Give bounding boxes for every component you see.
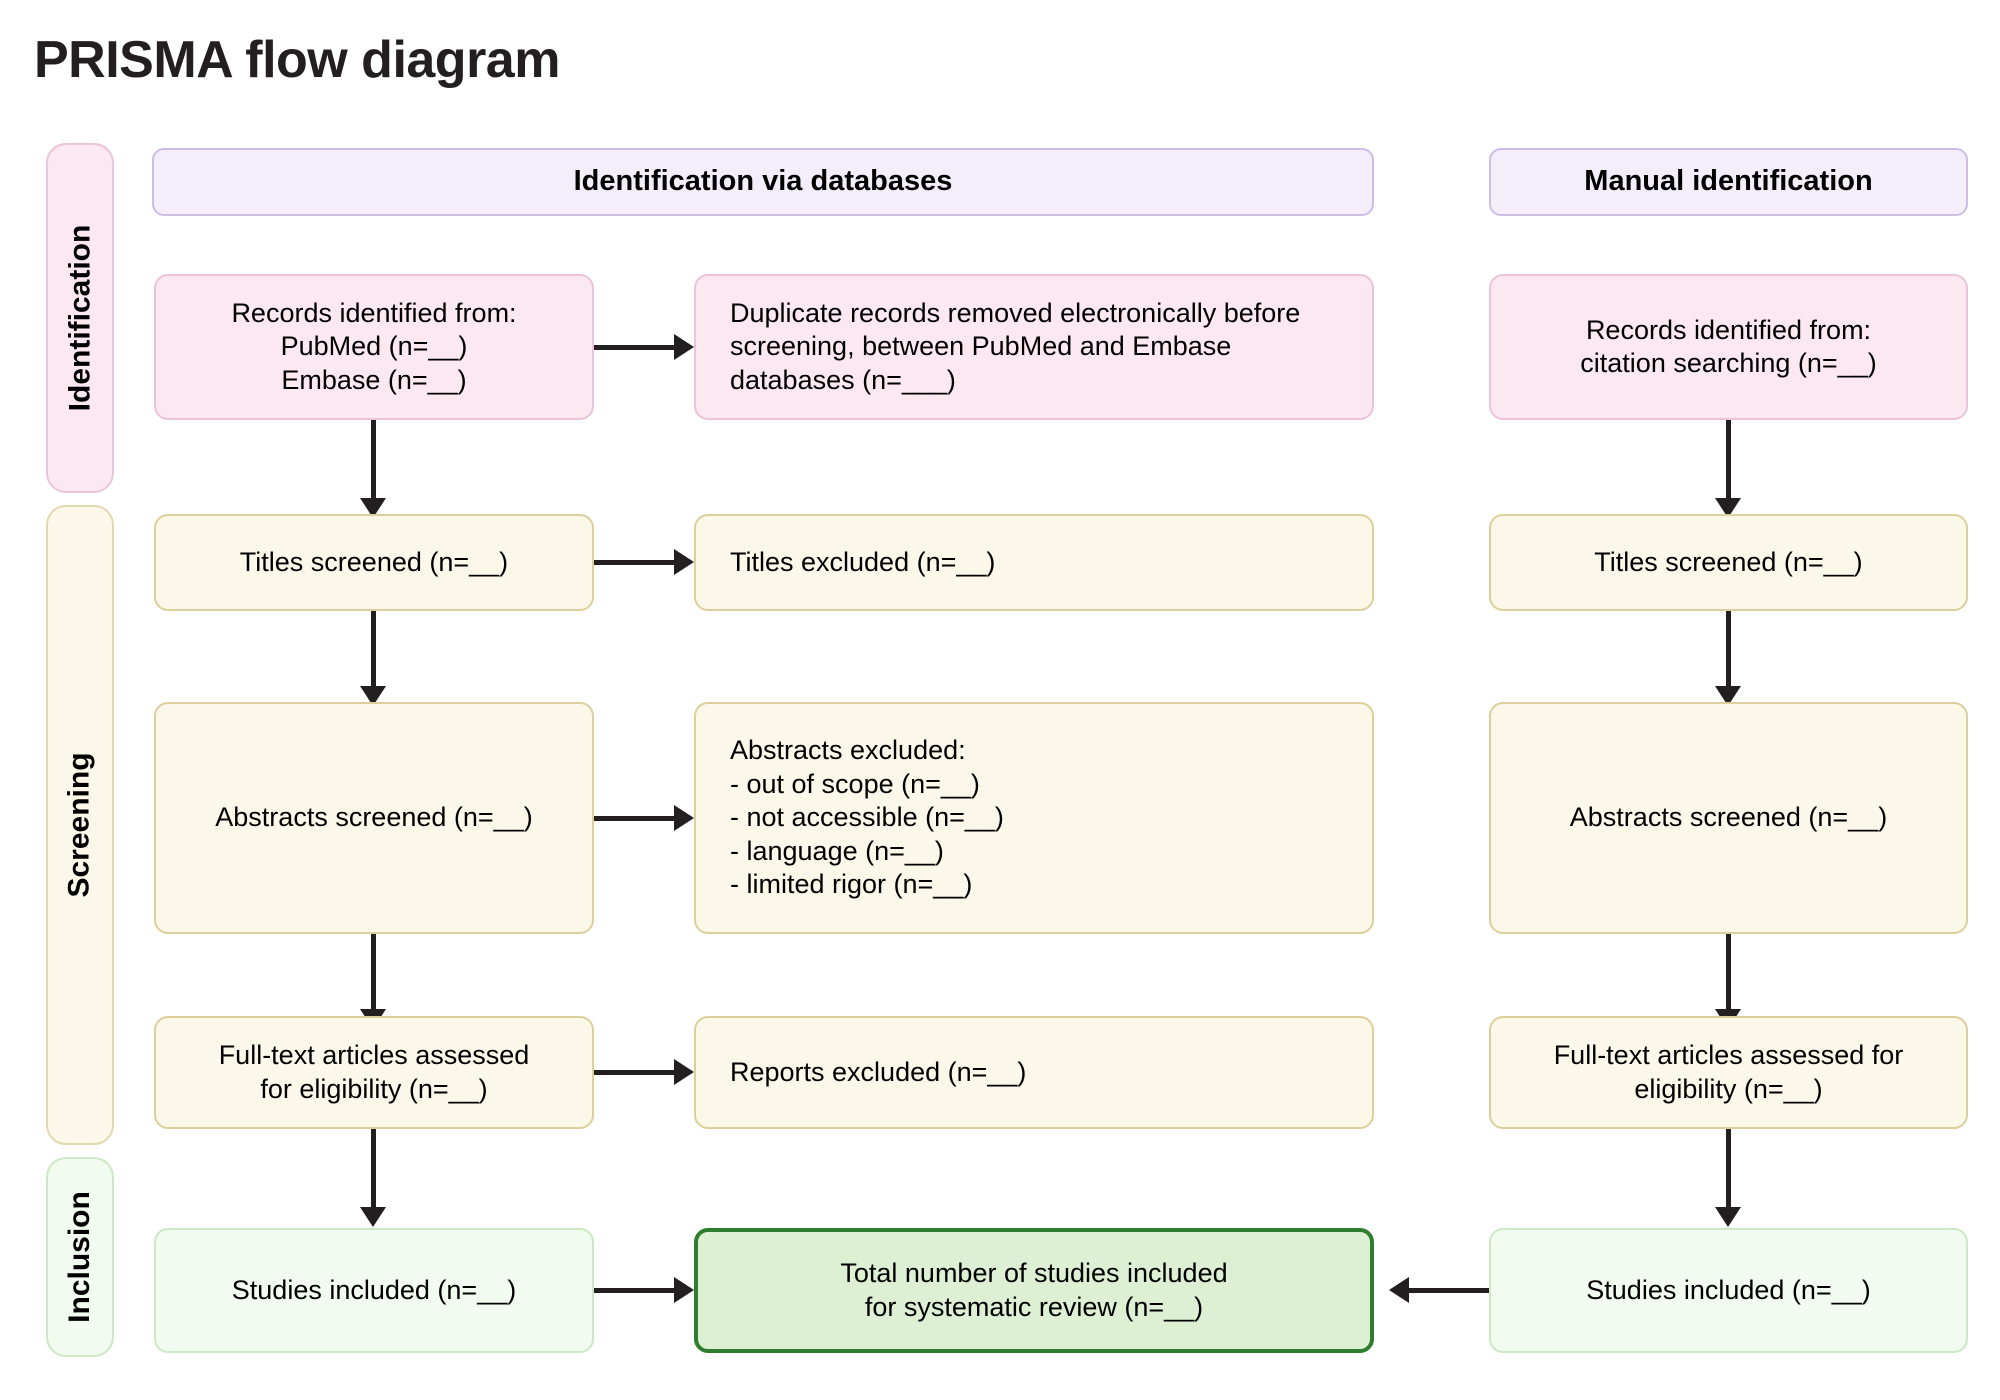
arrowhead-manual-records-to-titles [1715, 498, 1741, 518]
box-reports-excluded: Reports excluded (n=__) [694, 1016, 1374, 1129]
page-title: PRISMA flow diagram [34, 31, 560, 89]
box-studies-included-manual-text: Studies included (n=__) [1586, 1274, 1871, 1305]
box-records-identified-citation-text: Records identified from: citation search… [1580, 314, 1877, 378]
connector-titles-to-titles-excluded [594, 560, 674, 565]
box-studies-included-databases: Studies included (n=__) [154, 1228, 594, 1353]
connector-fulltext-to-studies [371, 1129, 376, 1214]
arrowhead-records-to-titles [360, 498, 386, 518]
connector-titles-to-abstracts [371, 611, 376, 693]
arrowhead-titles-to-abstracts [360, 686, 386, 706]
stage-rail-inclusion: Inclusion [46, 1157, 114, 1357]
connector-records-to-titles [371, 420, 376, 505]
stage-rail-identification: Identification [46, 143, 114, 493]
arrowhead-records-to-duplicates [674, 334, 694, 360]
arrowhead-studies-to-total [674, 1277, 694, 1303]
box-studies-included-databases-text: Studies included (n=__) [231, 1274, 517, 1305]
box-fulltext-assessed-databases-text: Full-text articles assessed for eligibil… [218, 1040, 530, 1104]
box-titles-excluded-text: Titles excluded (n=__) [730, 546, 996, 577]
box-records-identified-databases: Records identified from: PubMed (n=__) E… [154, 274, 594, 420]
box-records-identified-citation: Records identified from: citation search… [1489, 274, 1968, 420]
connector-manual-titles-to-abstracts [1726, 611, 1731, 693]
box-reports-excluded-text: Reports excluded (n=__) [730, 1056, 1027, 1087]
box-duplicate-records-removed: Duplicate records removed electronically… [694, 274, 1374, 420]
box-fulltext-assessed-manual-text: Full-text articles assessed for eligibil… [1553, 1040, 1904, 1104]
connector-manual-records-to-titles [1726, 420, 1731, 505]
stage-rail-identification-label: Identification [63, 224, 97, 412]
box-titles-screened-manual-text: Titles screened (n=__) [1594, 546, 1863, 577]
connector-abstracts-to-fulltext [371, 934, 376, 1016]
connector-records-to-duplicates [594, 345, 674, 350]
box-studies-included-manual: Studies included (n=__) [1489, 1228, 1968, 1353]
arrowhead-manual-fulltext-to-studies [1715, 1207, 1741, 1227]
box-abstracts-screened-manual-text: Abstracts screened (n=__) [1569, 802, 1888, 833]
connector-manual-studies-to-total [1409, 1288, 1489, 1293]
box-records-identified-databases-text: Records identified from: PubMed (n=__) E… [231, 297, 517, 395]
connector-studies-to-total [594, 1288, 674, 1293]
connector-abstracts-to-abstracts-excluded [594, 816, 674, 821]
box-total-studies-included-text: Total number of studies included for sys… [840, 1258, 1228, 1322]
stage-rail-inclusion-label: Inclusion [63, 1191, 96, 1323]
connector-manual-fulltext-to-studies [1726, 1129, 1731, 1214]
box-titles-excluded: Titles excluded (n=__) [694, 514, 1374, 611]
box-titles-screened-manual: Titles screened (n=__) [1489, 514, 1968, 611]
box-titles-screened-databases-text: Titles screened (n=__) [239, 546, 509, 577]
box-abstracts-screened-manual: Abstracts screened (n=__) [1489, 702, 1968, 934]
arrowhead-fulltext-to-studies [360, 1207, 386, 1227]
header-manual-identification: Manual identification [1489, 148, 1968, 216]
box-fulltext-assessed-manual: Full-text articles assessed for eligibil… [1489, 1016, 1968, 1129]
header-manual-identification-label: Manual identification [1584, 165, 1873, 198]
connector-fulltext-to-reports-excluded [594, 1070, 674, 1075]
arrowhead-abstracts-to-abstracts-excluded [674, 805, 694, 831]
arrowhead-manual-titles-to-abstracts [1715, 686, 1741, 706]
box-abstracts-screened-databases: Abstracts screened (n=__) [154, 702, 594, 934]
arrowhead-fulltext-to-reports-excluded [674, 1059, 694, 1085]
box-fulltext-assessed-databases: Full-text articles assessed for eligibil… [154, 1016, 594, 1129]
header-identification-via-databases-label: Identification via databases [573, 165, 953, 198]
box-abstracts-screened-databases-text: Abstracts screened (n=__) [215, 802, 533, 833]
header-identification-via-databases: Identification via databases [152, 148, 1374, 216]
box-titles-screened-databases: Titles screened (n=__) [154, 514, 594, 611]
box-abstracts-excluded-text: Abstracts excluded: - out of scope (n=__… [730, 735, 1004, 900]
stage-rail-screening-label: Screening [63, 752, 96, 898]
box-duplicate-records-removed-text: Duplicate records removed electronically… [730, 297, 1301, 395]
box-total-studies-included: Total number of studies included for sys… [694, 1228, 1374, 1353]
arrowhead-manual-studies-to-total [1389, 1277, 1409, 1303]
arrowhead-titles-to-titles-excluded [674, 549, 694, 575]
box-abstracts-excluded: Abstracts excluded: - out of scope (n=__… [694, 702, 1374, 934]
stage-rail-screening: Screening [46, 505, 114, 1145]
connector-manual-abstracts-to-fulltext [1726, 934, 1731, 1016]
